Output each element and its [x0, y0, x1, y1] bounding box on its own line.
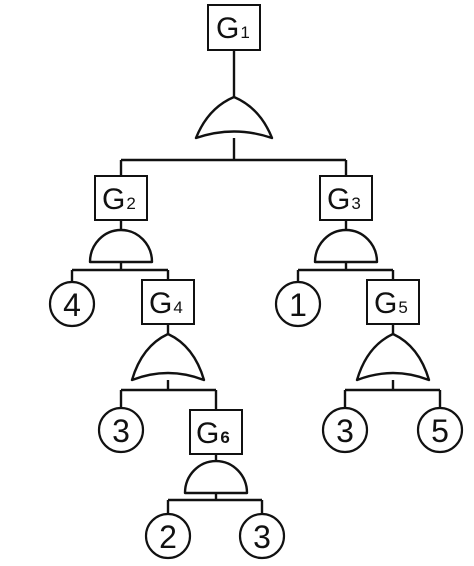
- gate-box-g6: G6: [189, 409, 243, 455]
- event-label: 4: [63, 287, 81, 323]
- event-label: 3: [336, 413, 354, 449]
- or-gate-symbol-g5: [355, 332, 431, 382]
- svg-text:G2: G2: [102, 183, 136, 216]
- event-label: 2: [159, 519, 177, 555]
- and-gate-symbol-g6: [183, 459, 249, 495]
- or-gate-symbol-g4: [130, 332, 206, 382]
- gate-index: 1: [240, 23, 249, 42]
- basic-event-3-g4: 3: [97, 406, 145, 454]
- gate-letter: G: [196, 417, 219, 450]
- gate-letter: G: [149, 287, 172, 320]
- gate-index: 3: [351, 194, 360, 213]
- event-label: 1: [289, 287, 307, 323]
- event-label: 3: [253, 519, 271, 555]
- svg-text:G3: G3: [327, 183, 361, 216]
- event-label: 3: [112, 413, 130, 449]
- gate-index: 2: [126, 194, 135, 213]
- gate-index: 5: [398, 298, 407, 317]
- basic-event-3-g6: 3: [238, 512, 286, 560]
- basic-event-4: 4: [48, 280, 96, 328]
- connector-lines: [70, 50, 442, 514]
- svg-text:G1: G1: [216, 12, 250, 45]
- gate-box-g5: G5: [366, 279, 420, 325]
- gate-letter: G: [374, 287, 397, 320]
- gate-index: 4: [173, 298, 182, 317]
- svg-text:G6: G6: [196, 417, 230, 450]
- gate-box-g4: G4: [141, 279, 195, 325]
- svg-text:G5: G5: [374, 287, 408, 320]
- gate-letter: G: [327, 183, 350, 216]
- gate-box-g1: G1: [207, 4, 261, 51]
- basic-event-2: 2: [144, 512, 192, 560]
- basic-event-1: 1: [274, 280, 322, 328]
- and-gate-symbol-g3: [313, 228, 379, 264]
- gate-letter: G: [102, 183, 125, 216]
- basic-event-3-g5: 3: [321, 406, 369, 454]
- gate-letter: G: [216, 12, 239, 45]
- and-gate-symbol-g2: [88, 228, 154, 264]
- svg-text:G4: G4: [149, 287, 183, 320]
- gate-box-g3: G3: [319, 175, 373, 221]
- basic-event-5: 5: [416, 406, 464, 454]
- or-gate-symbol-g1: [194, 95, 274, 140]
- gate-index: 6: [220, 428, 229, 447]
- event-label: 5: [431, 413, 449, 449]
- gate-box-g2: G2: [94, 175, 148, 221]
